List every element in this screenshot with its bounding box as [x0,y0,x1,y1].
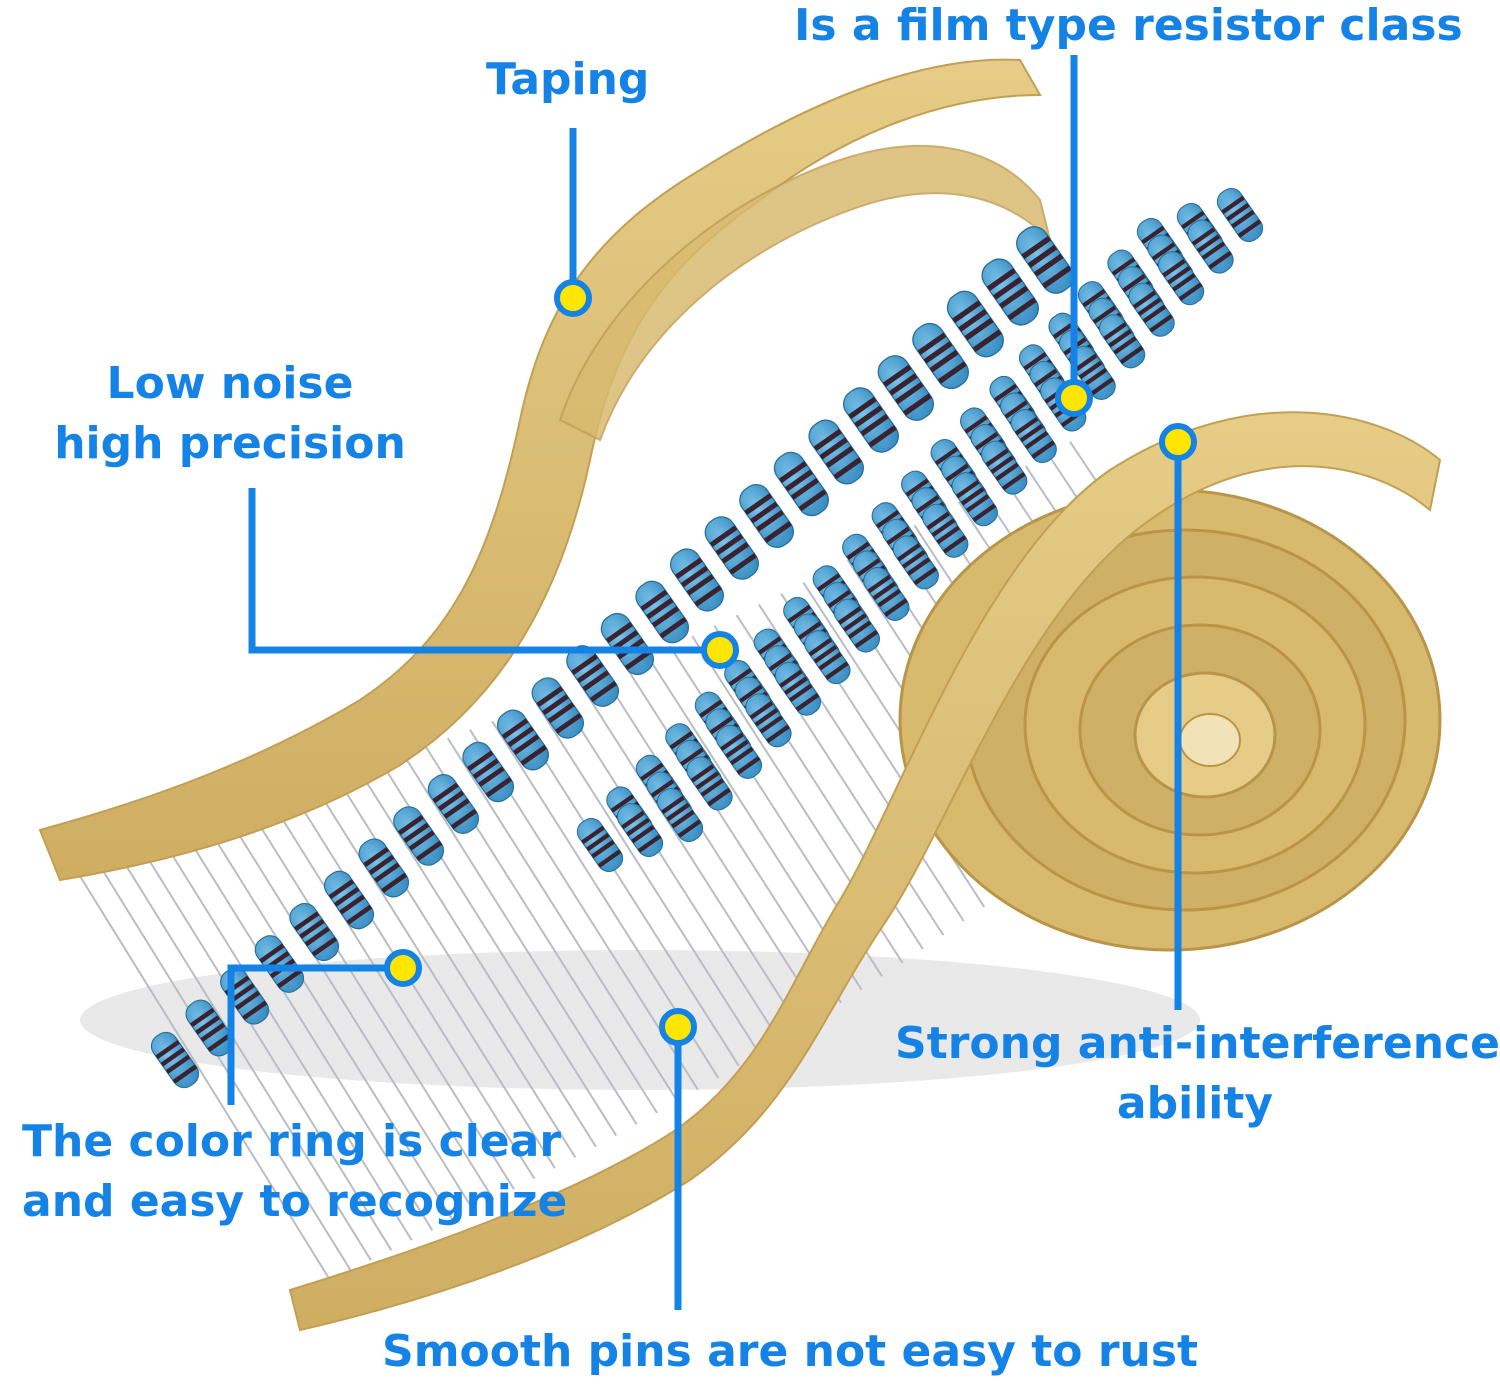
resistor [427,774,480,834]
resistor [773,451,829,517]
resistor [686,756,733,811]
lead-wire [69,859,331,1281]
resistor [804,630,851,685]
lead-wire [246,805,495,1201]
resistor [946,290,1004,358]
callout-taping: Taping [486,54,650,105]
resistor [922,503,969,558]
resistor [289,902,340,962]
callout-anti-interference-line1: Strong anti-interference [895,1018,1500,1069]
resistor [704,516,760,580]
lead-wire [91,852,352,1271]
lead-wire [180,826,434,1231]
resistor [358,838,410,898]
resistor [892,535,939,590]
resistor [1069,345,1116,400]
callout-anti-interference-line2: ability [1116,1078,1274,1129]
lead-wire [313,784,556,1169]
resistor [635,580,690,644]
resistor [576,817,624,873]
lead-wire [113,846,372,1261]
tape-strip-front [288,411,1442,1332]
callout-film-type: Is a film type resistor class [794,0,1463,51]
lead-wire [535,703,761,1055]
resistor [1010,409,1057,464]
resistor [150,1031,200,1089]
lead-wire [580,684,802,1030]
lead-wire [558,694,781,1042]
resistor [745,693,792,748]
resistor [1216,187,1264,243]
marker-dots [384,279,1197,1046]
lead-wire [135,839,393,1251]
resistor [833,598,880,653]
callout-color-ring-line2: and easy to recognize [22,1176,568,1227]
resistor [808,419,864,485]
leader-line-color-ring [227,964,403,1105]
tape-inner-loop [558,144,1052,442]
resistor [462,741,515,803]
marker-dot-color-ring [384,949,422,987]
callout-low-noise-line1: Low noise [106,358,354,409]
resistor [1128,282,1175,337]
resistor [669,548,725,612]
resistor [531,677,585,739]
resistor [951,472,998,527]
lead-wire [624,665,842,1004]
resistor [981,440,1028,495]
resistor [912,322,969,390]
lead-wire [158,833,413,1241]
resistor [863,566,910,621]
lead-wire [513,712,740,1067]
lead-wire [402,753,638,1125]
marker-dot-anti-interference [1159,423,1197,461]
marker-dot-film-type [1055,379,1093,417]
resistor [774,661,822,716]
resistor [1157,251,1205,306]
lead-wire [202,819,454,1221]
resistor [877,355,934,421]
lead-wire [224,812,474,1211]
resistor [739,484,794,548]
tape-reel [898,488,1442,952]
resistor [715,724,763,779]
resistor [1016,226,1074,294]
leader-lines [227,55,1182,1310]
callout-smooth-pins: Smooth pins are not easy to rust [382,1326,1199,1377]
resistor [981,258,1039,326]
marker-dot-low-noise [701,631,739,669]
resistor [323,870,375,930]
resistor [616,802,664,858]
marker-dot-taping [554,279,592,317]
callout-color-ring-line1: The color ring is clear [22,1116,562,1167]
leader-line-low-noise [248,488,720,654]
resistor [393,806,445,866]
resistor-rows [150,187,1264,1089]
lead-wire [291,791,536,1180]
marker-dot-smooth-pins [659,1008,697,1046]
resistor [496,709,550,771]
resistor [1098,314,1146,369]
lead-wire [446,737,679,1103]
resistor [843,387,899,453]
tape-strip-back [38,58,1042,882]
lead-wire [602,675,822,1017]
callout-low-noise-line2: high precision [54,418,406,469]
lead-wire [269,798,515,1190]
resistor [185,999,235,1057]
resistor [656,787,704,843]
resistor [600,612,655,676]
resistor [1187,219,1234,274]
